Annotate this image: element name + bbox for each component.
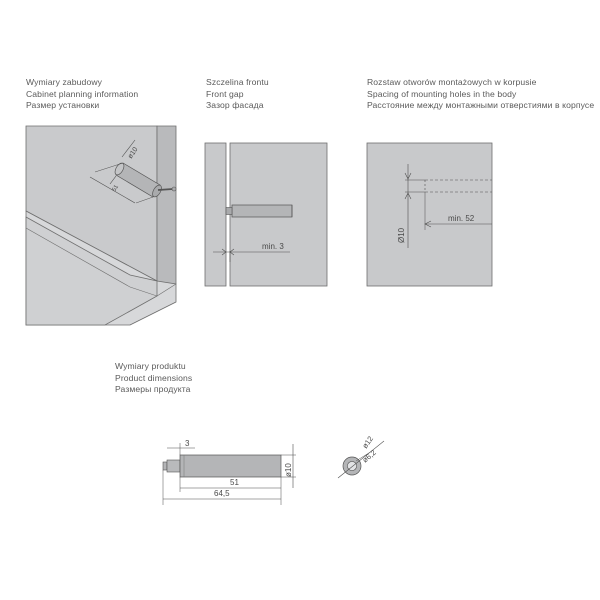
dim-min-spacing-label: min. 52 <box>448 214 475 223</box>
product-end-view: ø12 ø6,2 <box>337 434 385 479</box>
dim-end-diameter-label: ø12 <box>360 434 375 450</box>
caption-mounting-holes: Rozstaw otworów montażowych w korpusie S… <box>367 77 594 112</box>
caption-front-gap: Szczelina frontu Front gap Зазор фасада <box>206 77 269 112</box>
cabinet-side-section <box>204 142 227 287</box>
caption-ru: Зазор фасада <box>206 100 264 110</box>
dim-hole-diameter-label: Ø10 <box>397 227 406 243</box>
damper-rod <box>166 459 181 473</box>
dim-body-diameter-label: ø10 <box>284 463 293 477</box>
dim-depth-label: 51 <box>112 184 121 193</box>
caption-en: Front gap <box>206 88 244 99</box>
dim-gap-label: min. 3 <box>262 242 284 251</box>
damper-tip <box>162 461 168 471</box>
front-gap-drawing: min. 3 <box>204 142 328 287</box>
mounting-holes-drawing: Ø10 min. 52 <box>366 142 493 287</box>
caption-en: Product dimensions <box>115 372 193 383</box>
caption-en: Spacing of mounting holes in the body <box>367 88 517 99</box>
dim-body-length-label: 51 <box>230 478 239 487</box>
caption-product-dimensions: Wymiary produktu Product dimensions Разм… <box>115 361 192 396</box>
caption-cabinet-planning: Wymiary zabudowy Cabinet planning inform… <box>26 77 138 112</box>
damper-body <box>179 454 282 478</box>
caption-pl: Wymiary zabudowy <box>26 77 103 87</box>
caption-pl: Wymiary produktu <box>115 361 186 371</box>
dim-tip-label: 3 <box>185 439 190 448</box>
dim-end-inner-label: ø6,2 <box>361 448 378 465</box>
caption-ru: Расстояние между монтажными отверстиями … <box>367 100 595 110</box>
cabinet-side-edge <box>156 125 177 297</box>
cabinet-body-panel <box>366 142 493 287</box>
caption-pl: Szczelina frontu <box>206 77 269 87</box>
caption-ru: Размер установки <box>26 100 100 110</box>
caption-en: Cabinet planning information <box>26 88 139 99</box>
product-side-view: 3 ø10 51 64,5 <box>162 439 296 505</box>
caption-ru: Размеры продукта <box>115 384 191 394</box>
damper-part-section <box>231 204 293 218</box>
caption-pl: Rozstaw otworów montażowych w korpusie <box>367 77 537 87</box>
dim-total-length-label: 64,5 <box>214 489 230 498</box>
cabinet-isometric-drawing: ø10 51 <box>25 125 177 326</box>
